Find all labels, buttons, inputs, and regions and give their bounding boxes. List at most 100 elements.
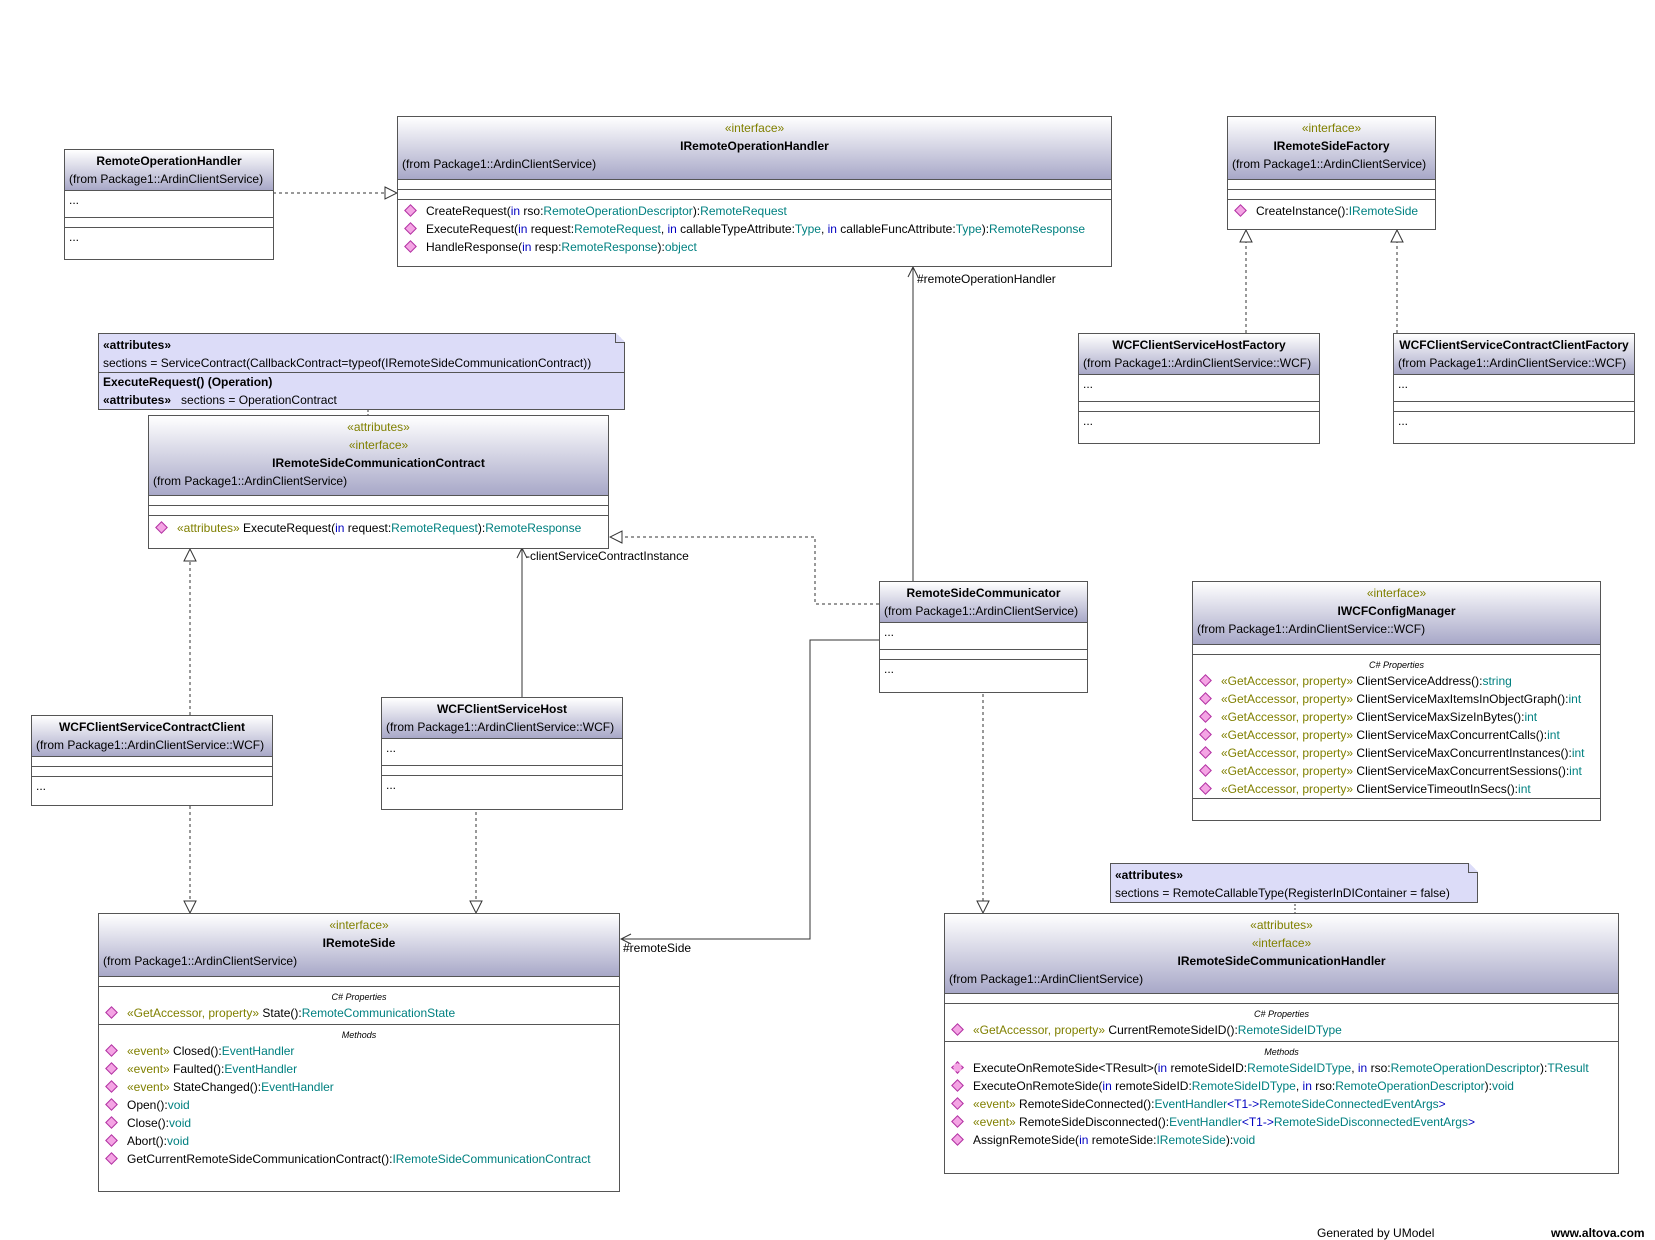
role-label-remote-side: #remoteSide (623, 941, 692, 955)
attributes-section (32, 756, 272, 766)
class-name: IRemoteSideCommunicationHandler (1177, 954, 1386, 968)
method-open[interactable]: Open():void (99, 1096, 619, 1114)
class-iremote-side[interactable]: «interface» IRemoteSide (from Package1::… (98, 913, 620, 1192)
prop-name: ClientServiceMaxSizeInBytes(): (1353, 710, 1525, 724)
method-name: ExecuteOnRemoteSide( (973, 1079, 1103, 1093)
prop-name: ClientServiceMaxConcurrentInstances(): (1353, 746, 1572, 760)
method-type: void (167, 1134, 190, 1148)
method-icon (951, 1079, 964, 1092)
method-close[interactable]: Close():void (99, 1114, 619, 1132)
op-keyword: in (522, 240, 532, 254)
prop-type: int (1524, 710, 1538, 724)
method-state-changed[interactable]: «event» StateChanged():EventHandler (99, 1078, 619, 1096)
property-max-items[interactable]: «GetAccessor, property» ClientServiceMax… (1193, 690, 1600, 708)
method-stereotype: «event» (127, 1044, 170, 1058)
prop-name: ClientServiceMaxConcurrentSessions(): (1353, 764, 1570, 778)
properties-section: C# Properties «GetAccessor, property» Cu… (945, 1003, 1618, 1041)
method-remote-side-disconnected[interactable]: «event» RemoteSideDisconnected():EventHa… (945, 1113, 1618, 1131)
method-text: > (1438, 1097, 1446, 1111)
property-client-service-address[interactable]: «GetAccessor, property» ClientServiceAdd… (1193, 672, 1600, 690)
operation-execute-request[interactable]: ExecuteRequest(in request:RemoteRequest,… (398, 220, 1111, 238)
method-stereotype: «event» (973, 1115, 1016, 1129)
class-header: WCFClientServiceHostFactory (from Packag… (1079, 334, 1319, 374)
method-icon (951, 1097, 964, 1110)
note-stereotype: «attributes» (103, 338, 172, 352)
property-icon (105, 1006, 118, 1019)
method-execute-on-remote-side-generic[interactable]: ExecuteOnRemoteSide<TResult>(in remoteSi… (945, 1059, 1618, 1077)
op-type: RemoteRequest (574, 222, 661, 236)
generated-by-label: Generated by UModel (1317, 1226, 1435, 1240)
property-current-remote-side-id[interactable]: «GetAccessor, property» CurrentRemoteSid… (945, 1021, 1618, 1039)
class-package: (from Package1::ArdinClientService) (402, 157, 597, 171)
note-sections: sections = OperationContract (171, 393, 337, 407)
note-sections: sections = RemoteCallableType(RegisterIn… (1115, 886, 1450, 900)
method-closed[interactable]: «event» Closed():EventHandler (99, 1042, 619, 1060)
class-wcf-contract-client-factory[interactable]: WCFClientServiceContractClientFactory (f… (1393, 333, 1635, 444)
class-iwcf-config-manager[interactable]: «interface» IWCFConfigManager (from Pack… (1192, 581, 1601, 821)
method-faulted[interactable]: «event» Faulted():EventHandler (99, 1060, 619, 1078)
section-divider (149, 495, 608, 505)
class-wcf-host-factory[interactable]: WCFClientServiceHostFactory (from Packag… (1078, 333, 1320, 444)
method-type: EventHandler (1154, 1097, 1228, 1111)
method-remote-side-connected[interactable]: «event» RemoteSideConnected():EventHandl… (945, 1095, 1618, 1113)
method-name: GetCurrentRemoteSideCommunicationContrac… (127, 1152, 393, 1166)
section-divider (398, 189, 1111, 199)
property-state[interactable]: «GetAccessor, property» State():RemoteCo… (99, 1004, 619, 1022)
property-icon (1199, 710, 1212, 723)
section-divider (880, 649, 1087, 659)
note-communication-contract[interactable]: «attributes» sections = ServiceContract(… (98, 333, 625, 410)
method-icon (105, 1134, 118, 1147)
class-iremote-side-comm-contract[interactable]: «attributes» «interface» IRemoteSideComm… (148, 415, 609, 549)
class-iremote-operation-handler[interactable]: «interface» IRemoteOperationHandler (fro… (397, 116, 1112, 267)
class-remote-operation-handler[interactable]: RemoteOperationHandler (from Package1::A… (64, 149, 274, 260)
method-type: RemoteOperationDescriptor (1390, 1061, 1540, 1075)
property-max-instances[interactable]: «GetAccessor, property» ClientServiceMax… (1193, 744, 1600, 762)
class-name: WCFClientServiceHostFactory (1112, 338, 1286, 352)
prop-name: ClientServiceAddress(): (1353, 674, 1483, 688)
op-keyword: in (510, 204, 521, 218)
method-execute-on-remote-side[interactable]: ExecuteOnRemoteSide(in remoteSideID:Remo… (945, 1077, 1618, 1095)
section-divider (149, 505, 608, 515)
note-communication-handler[interactable]: «attributes» sections = RemoteCallableTy… (1110, 863, 1478, 903)
property-max-size[interactable]: «GetAccessor, property» ClientServiceMax… (1193, 708, 1600, 726)
section-caption: C# Properties (1253, 1009, 1310, 1019)
op-stereotype: «attributes» (177, 521, 240, 535)
class-wcf-contract-client[interactable]: WCFClientServiceContractClient (from Pac… (31, 715, 273, 806)
operation-create-instance[interactable]: CreateInstance():IRemoteSide (1228, 202, 1435, 220)
class-iremote-side-comm-handler[interactable]: «attributes» «interface» IRemoteSideComm… (944, 913, 1619, 1174)
method-return-type: void (1233, 1133, 1256, 1147)
class-package: (from Package1::ArdinClientService) (153, 474, 348, 488)
class-name: RemoteSideCommunicator (906, 586, 1061, 600)
role-label-client-service-contract-instance: -clientServiceContractInstance (526, 549, 689, 563)
op-type: RemoteResponse (561, 240, 658, 254)
operation-create-request[interactable]: CreateRequest(in rso:RemoteOperationDesc… (398, 202, 1111, 220)
class-name: RemoteOperationHandler (96, 154, 242, 168)
op-return-type: RemoteResponse (989, 222, 1086, 236)
property-icon (1199, 764, 1212, 777)
op-param: resp: (531, 240, 562, 254)
method-abort[interactable]: Abort():void (99, 1132, 619, 1150)
operation-execute-request[interactable]: «attributes» ExecuteRequest(in request:R… (149, 519, 608, 537)
class-name: WCFClientServiceHost (436, 702, 568, 716)
attributes-section: ... (382, 738, 622, 765)
methods-section: Methods «event» Closed():EventHandler «e… (99, 1024, 619, 1168)
section-divider (1079, 401, 1319, 411)
operation-handle-response[interactable]: HandleResponse(in resp:RemoteResponse):o… (398, 238, 1111, 256)
op-param: request: (344, 521, 392, 535)
class-stereotype: «interface» (1301, 121, 1362, 135)
class-iremote-side-factory[interactable]: «interface» IRemoteSideFactory (from Pac… (1227, 116, 1436, 230)
prop-stereotype: «GetAccessor, property» (1221, 674, 1354, 688)
property-max-sessions[interactable]: «GetAccessor, property» ClientServiceMax… (1193, 762, 1600, 780)
method-get-current-contract[interactable]: GetCurrentRemoteSideCommunicationContrac… (99, 1150, 619, 1168)
class-package: (from Package1::ArdinClientService::WCF) (386, 720, 615, 734)
method-param: rso: (1311, 1079, 1336, 1093)
method-icon (951, 1115, 964, 1128)
op-text: CreateRequest( (426, 204, 511, 218)
property-timeout[interactable]: «GetAccessor, property» ClientServiceTim… (1193, 780, 1600, 798)
class-remote-side-communicator[interactable]: RemoteSideCommunicator (from Package1::A… (879, 581, 1088, 693)
class-wcf-host[interactable]: WCFClientServiceHost (from Package1::Ard… (381, 697, 623, 810)
method-stereotype: «event» (127, 1062, 170, 1076)
section-divider (1228, 189, 1435, 199)
property-max-calls[interactable]: «GetAccessor, property» ClientServiceMax… (1193, 726, 1600, 744)
method-assign-remote-side[interactable]: AssignRemoteSide(in remoteSide:IRemoteSi… (945, 1131, 1618, 1149)
